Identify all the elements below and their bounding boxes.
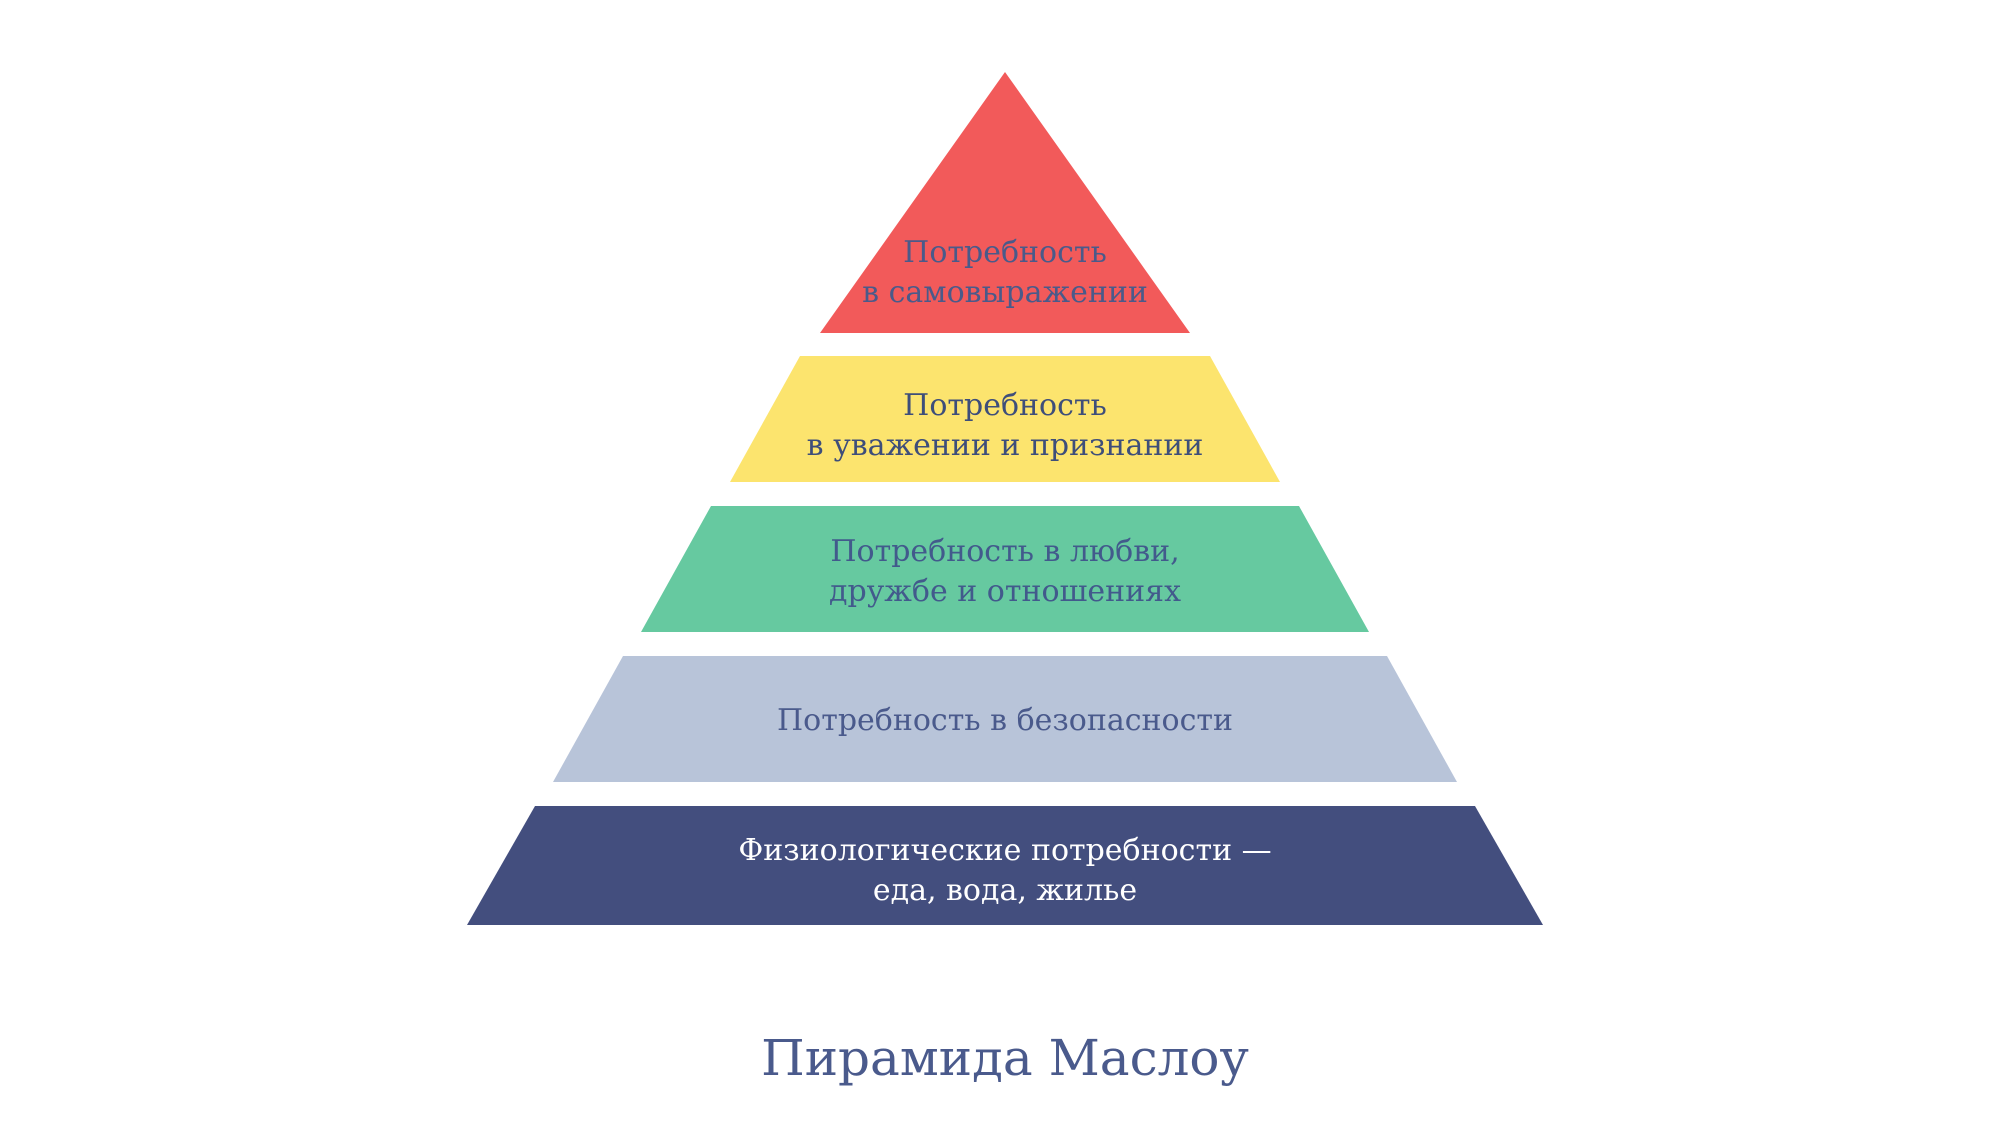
pyramid-level-label: Потребность: [903, 388, 1107, 423]
pyramid-level-label: Физиологические потребности —: [738, 833, 1271, 868]
pyramid-level-shape: [467, 806, 1543, 925]
pyramid-level-shape: [730, 356, 1280, 482]
pyramid-level-label: еда, вода, жилье: [873, 873, 1137, 908]
pyramid-level-label: в самовыражении: [862, 275, 1148, 310]
pyramid-level-shape: [553, 656, 1457, 782]
diagram-caption: Пирамида Маслоу: [761, 1029, 1249, 1087]
pyramid-level-self-actualization: Потребность в самовыражении: [820, 72, 1190, 333]
pyramid-level-label: Потребность в любви,: [830, 534, 1179, 569]
pyramid-level-love-belonging: Потребность в любви, дружбе и отношениях: [641, 506, 1369, 632]
pyramid-level-label: в уважении и признании: [807, 428, 1204, 463]
pyramid-level-esteem: Потребность в уважении и признании: [730, 356, 1280, 482]
pyramid-level-shape: [641, 506, 1369, 632]
pyramid-level-safety: Потребность в безопасности: [553, 656, 1457, 782]
pyramid-level-label: Потребность: [903, 235, 1107, 270]
pyramid-level-label: дружбе и отношениях: [829, 574, 1181, 609]
pyramid-level-physiological: Физиологические потребности — еда, вода, …: [467, 806, 1543, 925]
pyramid-level-label: Потребность в безопасности: [777, 703, 1233, 738]
pyramid-level-shape: [820, 72, 1190, 333]
